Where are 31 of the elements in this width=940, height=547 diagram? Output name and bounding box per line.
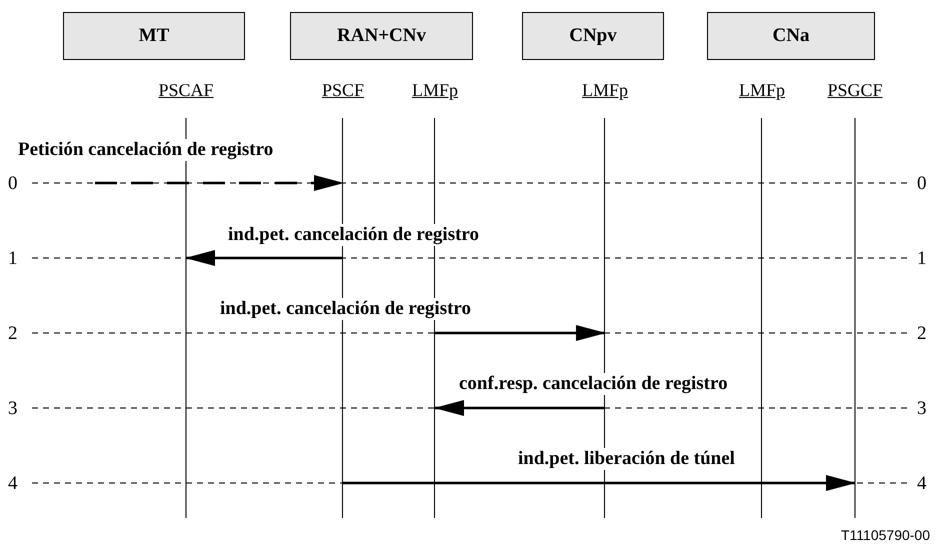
functional-entity-label: LMFp <box>739 80 785 101</box>
message-arrow <box>434 400 605 416</box>
functional-entity-label: PSCF <box>322 80 364 101</box>
functional-entity-label: LMFp <box>412 80 458 101</box>
entity-box: MT <box>63 12 245 60</box>
row-number: 4 <box>8 473 18 495</box>
message-arrow <box>185 250 343 266</box>
row-number: 3 <box>8 398 18 420</box>
row-number: 0 <box>8 173 18 195</box>
row-number: 2 <box>917 323 926 345</box>
functional-entity-label: PSCAF <box>158 80 214 101</box>
row-number: 1 <box>8 248 18 270</box>
entity-box: RAN+CNv <box>290 12 473 60</box>
functional-entity-label: LMFp <box>582 80 628 101</box>
edge-label: ind.pet. cancelación de registro <box>228 224 480 246</box>
edge-label: conf.resp. cancelación de registro <box>459 373 728 395</box>
message-arrow <box>95 175 344 191</box>
row-number: 0 <box>917 173 926 195</box>
row-number: 1 <box>917 248 926 270</box>
row-number: 2 <box>8 323 18 345</box>
entity-box: CNa <box>707 12 875 60</box>
edge-label: ind.pet. liberación de túnel <box>518 448 735 470</box>
edge-label: ind.pet. cancelación de registro <box>220 298 472 320</box>
edge-label: Petición cancelación de registro <box>18 139 274 161</box>
message-arrow <box>435 325 606 341</box>
row-number: 4 <box>917 473 926 495</box>
row-number: 3 <box>917 398 926 420</box>
message-arrow <box>343 475 856 491</box>
functional-entity-label: PSGCF <box>827 80 883 101</box>
entity-box: CNpv <box>522 12 664 60</box>
figure-id: T11105790-00 <box>841 527 930 543</box>
